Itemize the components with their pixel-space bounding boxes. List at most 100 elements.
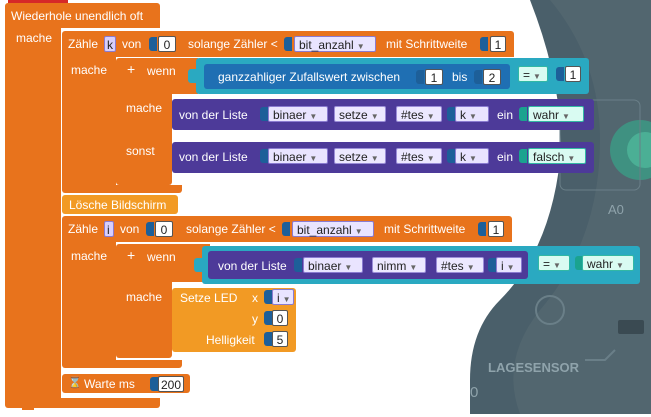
- list-set-false-position-text: #tes: [401, 150, 424, 164]
- chevron-down-icon: ▼: [562, 112, 570, 121]
- led-x-var[interactable]: i▼: [272, 289, 294, 305]
- if2-then-label: mache: [126, 290, 163, 304]
- for2-count-label: Zähle: [68, 222, 99, 236]
- list-set-true-position-text: #tes: [401, 108, 424, 122]
- list-set-false-action[interactable]: setze▼: [334, 148, 386, 164]
- led-x-socket: [264, 290, 272, 304]
- list-set-false-block[interactable]: von der Liste binaer▼ setze▼ #tes▼ k▼ ei…: [172, 142, 594, 173]
- compare1-operator-text: =: [523, 68, 531, 82]
- pin-a0-label: A0: [608, 202, 624, 217]
- list-set-true-position[interactable]: #tes▼: [396, 106, 442, 122]
- chevron-down-icon: ▼: [469, 154, 477, 163]
- forever-loop-side: [5, 28, 61, 400]
- if-block-2-bottom: [116, 348, 172, 358]
- chevron-down-icon: ▼: [553, 261, 561, 270]
- list-set-true-index-socket: [447, 107, 455, 121]
- list-get-action-text: nimm: [377, 259, 407, 273]
- for1-from-socket: [149, 37, 157, 51]
- for2-while-label: solange Zähler <: [186, 222, 276, 236]
- list-set-true-value-text: wahr: [533, 108, 560, 122]
- pin-0-label: 0: [470, 384, 479, 401]
- list-set-false-index-socket: [447, 149, 455, 163]
- forever-loop-block[interactable]: Wiederhole unendlich oft: [5, 3, 160, 28]
- random-min-value[interactable]: 1: [425, 69, 443, 85]
- list-get-block[interactable]: von der Liste binaer▼ nimm▼ #tes▼ i▼: [208, 251, 528, 279]
- for-loop-1-header[interactable]: Zähle k von 0 solange Zähler < bit_anzah…: [62, 31, 514, 57]
- list-get-position[interactable]: #tes▼: [436, 257, 484, 273]
- for2-do-label: mache: [71, 249, 108, 263]
- list-get-action[interactable]: nimm▼: [372, 257, 426, 273]
- list-set-true-list-socket: [260, 107, 268, 121]
- chevron-down-icon: ▼: [426, 112, 435, 121]
- list-get-list-socket: [294, 258, 302, 272]
- for2-step-value[interactable]: 1: [488, 221, 504, 237]
- clear-screen-label: Lösche Bildschirm: [69, 198, 167, 212]
- list-get-index-var[interactable]: i▼: [496, 257, 522, 273]
- random-min-socket: [416, 70, 424, 84]
- for1-var-k[interactable]: k: [104, 36, 116, 52]
- for2-var-i[interactable]: i: [104, 221, 114, 237]
- compare1-value[interactable]: 1: [565, 66, 581, 82]
- clear-screen-block[interactable]: Lösche Bildschirm: [62, 195, 178, 214]
- chevron-down-icon: ▼: [309, 112, 318, 121]
- chevron-down-icon: ▼: [282, 295, 291, 304]
- random-label: ganzzahliger Zufallswert zwischen: [218, 70, 401, 84]
- list-set-true-value[interactable]: wahr▼: [528, 106, 584, 122]
- led-y-socket: [264, 311, 272, 325]
- for1-while-label: solange Zähler <: [188, 37, 278, 51]
- list-get-from-label: von der Liste: [218, 259, 287, 273]
- list-set-true-value-socket: [519, 107, 527, 121]
- selected-block-edge: [8, 0, 68, 3]
- for2-from-value[interactable]: 0: [155, 221, 173, 237]
- list-set-true-from-label: von der Liste: [179, 108, 248, 122]
- if1-plus-icon[interactable]: +: [127, 61, 136, 77]
- for2-limit-socket: [282, 222, 290, 236]
- set-led-block[interactable]: Setze LED x i▼ y 0 Helligkeit 5: [172, 288, 296, 352]
- list-set-true-index-var-text: k: [460, 108, 466, 122]
- list-set-true-action[interactable]: setze▼: [334, 106, 386, 122]
- wait-label: Warte ms: [84, 377, 135, 391]
- random-max-socket: [474, 70, 482, 84]
- list-set-true-index-var[interactable]: k▼: [455, 106, 489, 122]
- compare2-value[interactable]: wahr▼: [582, 255, 634, 271]
- led-label: Setze LED: [180, 291, 238, 305]
- if-block-1[interactable]: + wenn: [116, 58, 198, 94]
- random-int-block[interactable]: ganzzahliger Zufallswert zwischen 1 bis …: [204, 64, 510, 89]
- list-get-list-var[interactable]: binaer▼: [303, 257, 363, 273]
- led-brightness-value[interactable]: 5: [272, 331, 288, 347]
- random-max-value[interactable]: 2: [483, 69, 501, 85]
- wait-block[interactable]: ⌛ Warte ms 200: [62, 374, 190, 393]
- list-set-false-value[interactable]: falsch▼: [528, 148, 586, 164]
- for1-do-label: mache: [71, 63, 108, 77]
- list-set-false-action-text: setze: [339, 150, 368, 164]
- for1-step-value[interactable]: 1: [490, 36, 506, 52]
- chevron-down-icon: ▼: [426, 154, 435, 163]
- for1-from-value[interactable]: 0: [158, 36, 176, 52]
- for1-limit-var[interactable]: bit_anzahl▼: [294, 36, 376, 52]
- for-loop-2-header[interactable]: Zähle i von 0 solange Zähler < bit_anzah…: [62, 216, 512, 242]
- compare1-operator[interactable]: =▼: [518, 66, 548, 82]
- for1-count-label: Zähle: [68, 37, 99, 51]
- for2-step-socket: [478, 222, 486, 236]
- list-set-false-list-var[interactable]: binaer▼: [268, 148, 328, 164]
- led-y-label: y: [252, 312, 258, 326]
- chevron-down-icon: ▼: [370, 112, 379, 121]
- if2-plus-icon[interactable]: +: [127, 247, 136, 263]
- led-y-value[interactable]: 0: [272, 310, 288, 326]
- list-set-true-list-var[interactable]: binaer▼: [268, 106, 328, 122]
- for2-limit-var[interactable]: bit_anzahl▼: [292, 221, 374, 237]
- list-set-false-position[interactable]: #tes▼: [396, 148, 442, 164]
- list-set-false-index-var[interactable]: k▼: [455, 148, 489, 164]
- random-and-label: bis: [452, 70, 468, 84]
- chevron-down-icon: ▼: [469, 112, 477, 121]
- for1-step-socket: [480, 37, 488, 51]
- wait-value[interactable]: 200: [158, 376, 184, 392]
- if-block-1-else-bar: [116, 130, 172, 142]
- led-x-label: x: [252, 291, 258, 305]
- wait-socket: [150, 377, 158, 391]
- led-brightness-socket: [264, 332, 272, 346]
- compare2-operator[interactable]: =▼: [538, 255, 570, 271]
- forever-loop-title: Wiederhole unendlich oft: [11, 9, 144, 23]
- list-set-false-list-var-text: binaer: [273, 150, 307, 164]
- list-set-true-block[interactable]: von der Liste binaer▼ setze▼ #tes▼ k▼ ei…: [172, 99, 594, 130]
